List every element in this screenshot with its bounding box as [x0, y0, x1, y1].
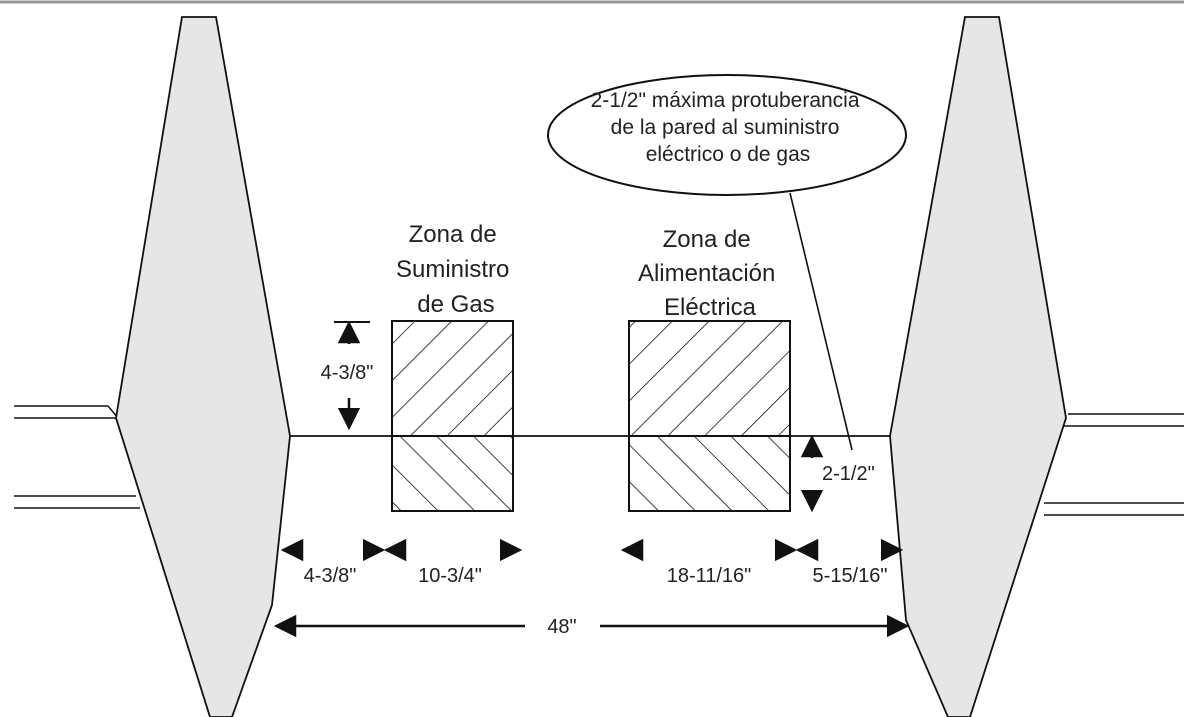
callout-text: 2-1/2" máxima protuberancia de la pared … — [591, 89, 866, 166]
electric-width-label: 18-11/16" — [667, 565, 752, 587]
total-width-label: 48" — [547, 616, 576, 638]
callout-bubble — [547, 74, 907, 196]
right-counter — [1044, 413, 1184, 516]
electric-zone-upper — [628, 320, 791, 437]
right-cabinet — [889, 16, 1067, 717]
protrusion-label: 2-1/2" — [822, 463, 875, 485]
left-gap-label: 4-3/8" — [304, 565, 357, 587]
gas-zone-upper — [391, 320, 514, 437]
gas-height-dimension — [334, 320, 370, 431]
electric-zone-lower — [628, 435, 791, 512]
electric-zone-title: Zona de Alimentación Eléctrica — [638, 226, 782, 321]
left-cabinet — [115, 16, 291, 717]
gas-height-label: 4-3/8" — [321, 362, 374, 384]
gas-zone-lower — [391, 435, 514, 512]
callout-leader — [789, 192, 853, 451]
gas-zone-title: Zona de Suministro de Gas — [396, 221, 516, 318]
gas-width-label: 10-3/4" — [418, 565, 482, 587]
right-gap-label: 5-15/16" — [813, 565, 888, 587]
left-counter — [14, 405, 140, 509]
